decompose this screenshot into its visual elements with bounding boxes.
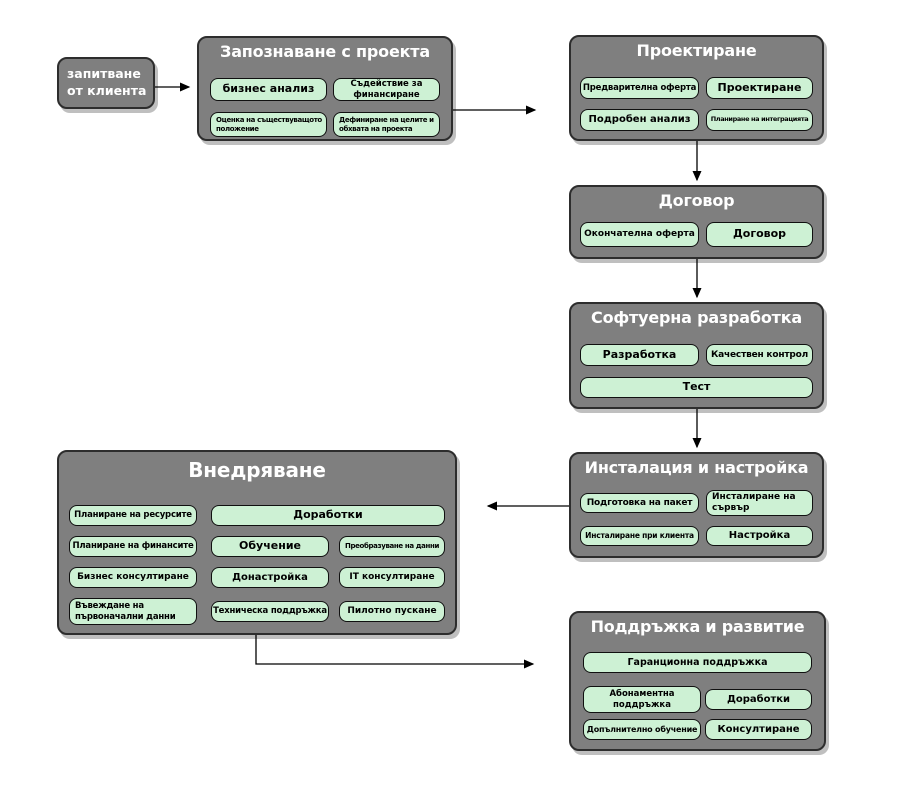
task-row: Инсталиране при клиента Настройка [571, 526, 822, 546]
task-row: Подробен анализ Планиране на интеграцият… [571, 109, 822, 131]
task-row: Окончателна оферта Договор [571, 222, 822, 247]
task-define-goals-scope: Дефиниране на целите и обхвата на проект… [333, 112, 440, 137]
node-title: Договор [658, 191, 735, 210]
node-client-inquiry: запитване от клиента [57, 57, 155, 109]
task-row: Планиране на финансите Обучение Преобраз… [59, 536, 455, 557]
node-contract: Договор Окончателна оферта Договор [569, 185, 824, 259]
node-design: Проектиране Предварителна оферта Проекти… [569, 35, 824, 141]
task-training: Обучение [211, 536, 329, 557]
node-title: Внедряване [188, 458, 326, 482]
node-support-development: Поддръжка и развитие Гаранционна поддръж… [569, 611, 826, 751]
task-setup: Настройка [706, 526, 813, 546]
task-test: Тест [580, 377, 813, 398]
task-customizations: Доработки [705, 689, 812, 710]
node-implementation: Внедряване Планиране на ресурсите Дорабо… [57, 450, 457, 635]
task-business-consulting: Бизнес консултиране [69, 567, 197, 588]
task-design: Проектиране [706, 77, 813, 99]
task-integration-planning: Планиране на интеграцията [706, 109, 813, 131]
task-fine-tuning: Донастройка [211, 567, 329, 588]
task-row: Бизнес консултиране Донастройка IT консу… [59, 567, 455, 588]
node-installation-setup: Инсталация и настройка Подготовка на пак… [569, 452, 824, 558]
task-customizations: Доработки [211, 505, 445, 526]
task-data-conversion: Преобразуване на данни [339, 536, 445, 557]
task-consulting: Консултиране [705, 719, 812, 740]
task-row: Тест [571, 377, 822, 398]
task-technical-support: Техническа поддръжка [211, 601, 329, 622]
node-title: Проектиране [636, 41, 757, 60]
task-warranty-support: Гаранционна поддръжка [583, 652, 812, 673]
task-finance-planning: Планиране на финансите [69, 536, 197, 557]
task-row: Разработка Качествен контрол [571, 344, 822, 366]
node-label: запитване от клиента [67, 66, 147, 98]
task-row: Планиране на ресурсите Доработки [59, 505, 455, 526]
task-financing-assistance: Съдействие за финансиране [333, 78, 440, 101]
task-server-installation: Инсталиране на сървър [706, 490, 813, 516]
task-row: Предварителна оферта Проектиране [571, 77, 822, 99]
task-it-consulting: IT консултиране [339, 567, 445, 588]
task-preliminary-offer: Предварителна оферта [580, 77, 699, 99]
task-package-preparation: Подготовка на пакет [580, 493, 699, 513]
task-initial-data-entry: Въвеждане на първоначални данни [69, 598, 197, 625]
task-row: бизнес анализ Съдействие за финансиране [199, 78, 451, 101]
task-business-analysis: бизнес анализ [210, 78, 327, 101]
task-row: Оценка на съществуващото положение Дефин… [199, 112, 451, 137]
node-software-development: Софтуерна разработка Разработка Качестве… [569, 302, 824, 409]
task-additional-training: Допълнително обучение [583, 719, 701, 740]
task-detailed-analysis: Подробен анализ [580, 109, 699, 131]
task-final-offer: Окончателна оферта [580, 222, 699, 247]
task-row: Въвеждане на първоначални данни Техничес… [59, 598, 455, 625]
task-row: Допълнително обучение Консултиране [571, 719, 824, 740]
task-development: Разработка [580, 344, 699, 366]
task-row: Гаранционна поддръжка [571, 652, 824, 673]
node-title: Поддръжка и развитие [590, 617, 805, 636]
task-client-installation: Инсталиране при клиента [580, 526, 699, 546]
task-quality-control: Качествен контрол [706, 344, 813, 366]
node-title: Инсталация и настройка [584, 458, 809, 477]
task-row: Подготовка на пакет Инсталиране на сървъ… [571, 490, 822, 516]
node-title: Запознаване с проекта [220, 42, 430, 61]
node-meet-project: Запознаване с проекта бизнес анализ Съде… [197, 36, 453, 141]
connector-implementation-to-support [255, 635, 535, 669]
task-row: Абонаментна поддръжка Доработки [571, 686, 824, 713]
task-contract: Договор [706, 222, 813, 247]
task-current-state-assessment: Оценка на съществуващото положение [210, 112, 327, 137]
task-resource-planning: Планиране на ресурсите [69, 505, 197, 526]
task-subscription-support: Абонаментна поддръжка [583, 686, 701, 713]
node-title: Софтуерна разработка [591, 308, 802, 327]
task-pilot-launch: Пилотно пускане [339, 601, 445, 622]
